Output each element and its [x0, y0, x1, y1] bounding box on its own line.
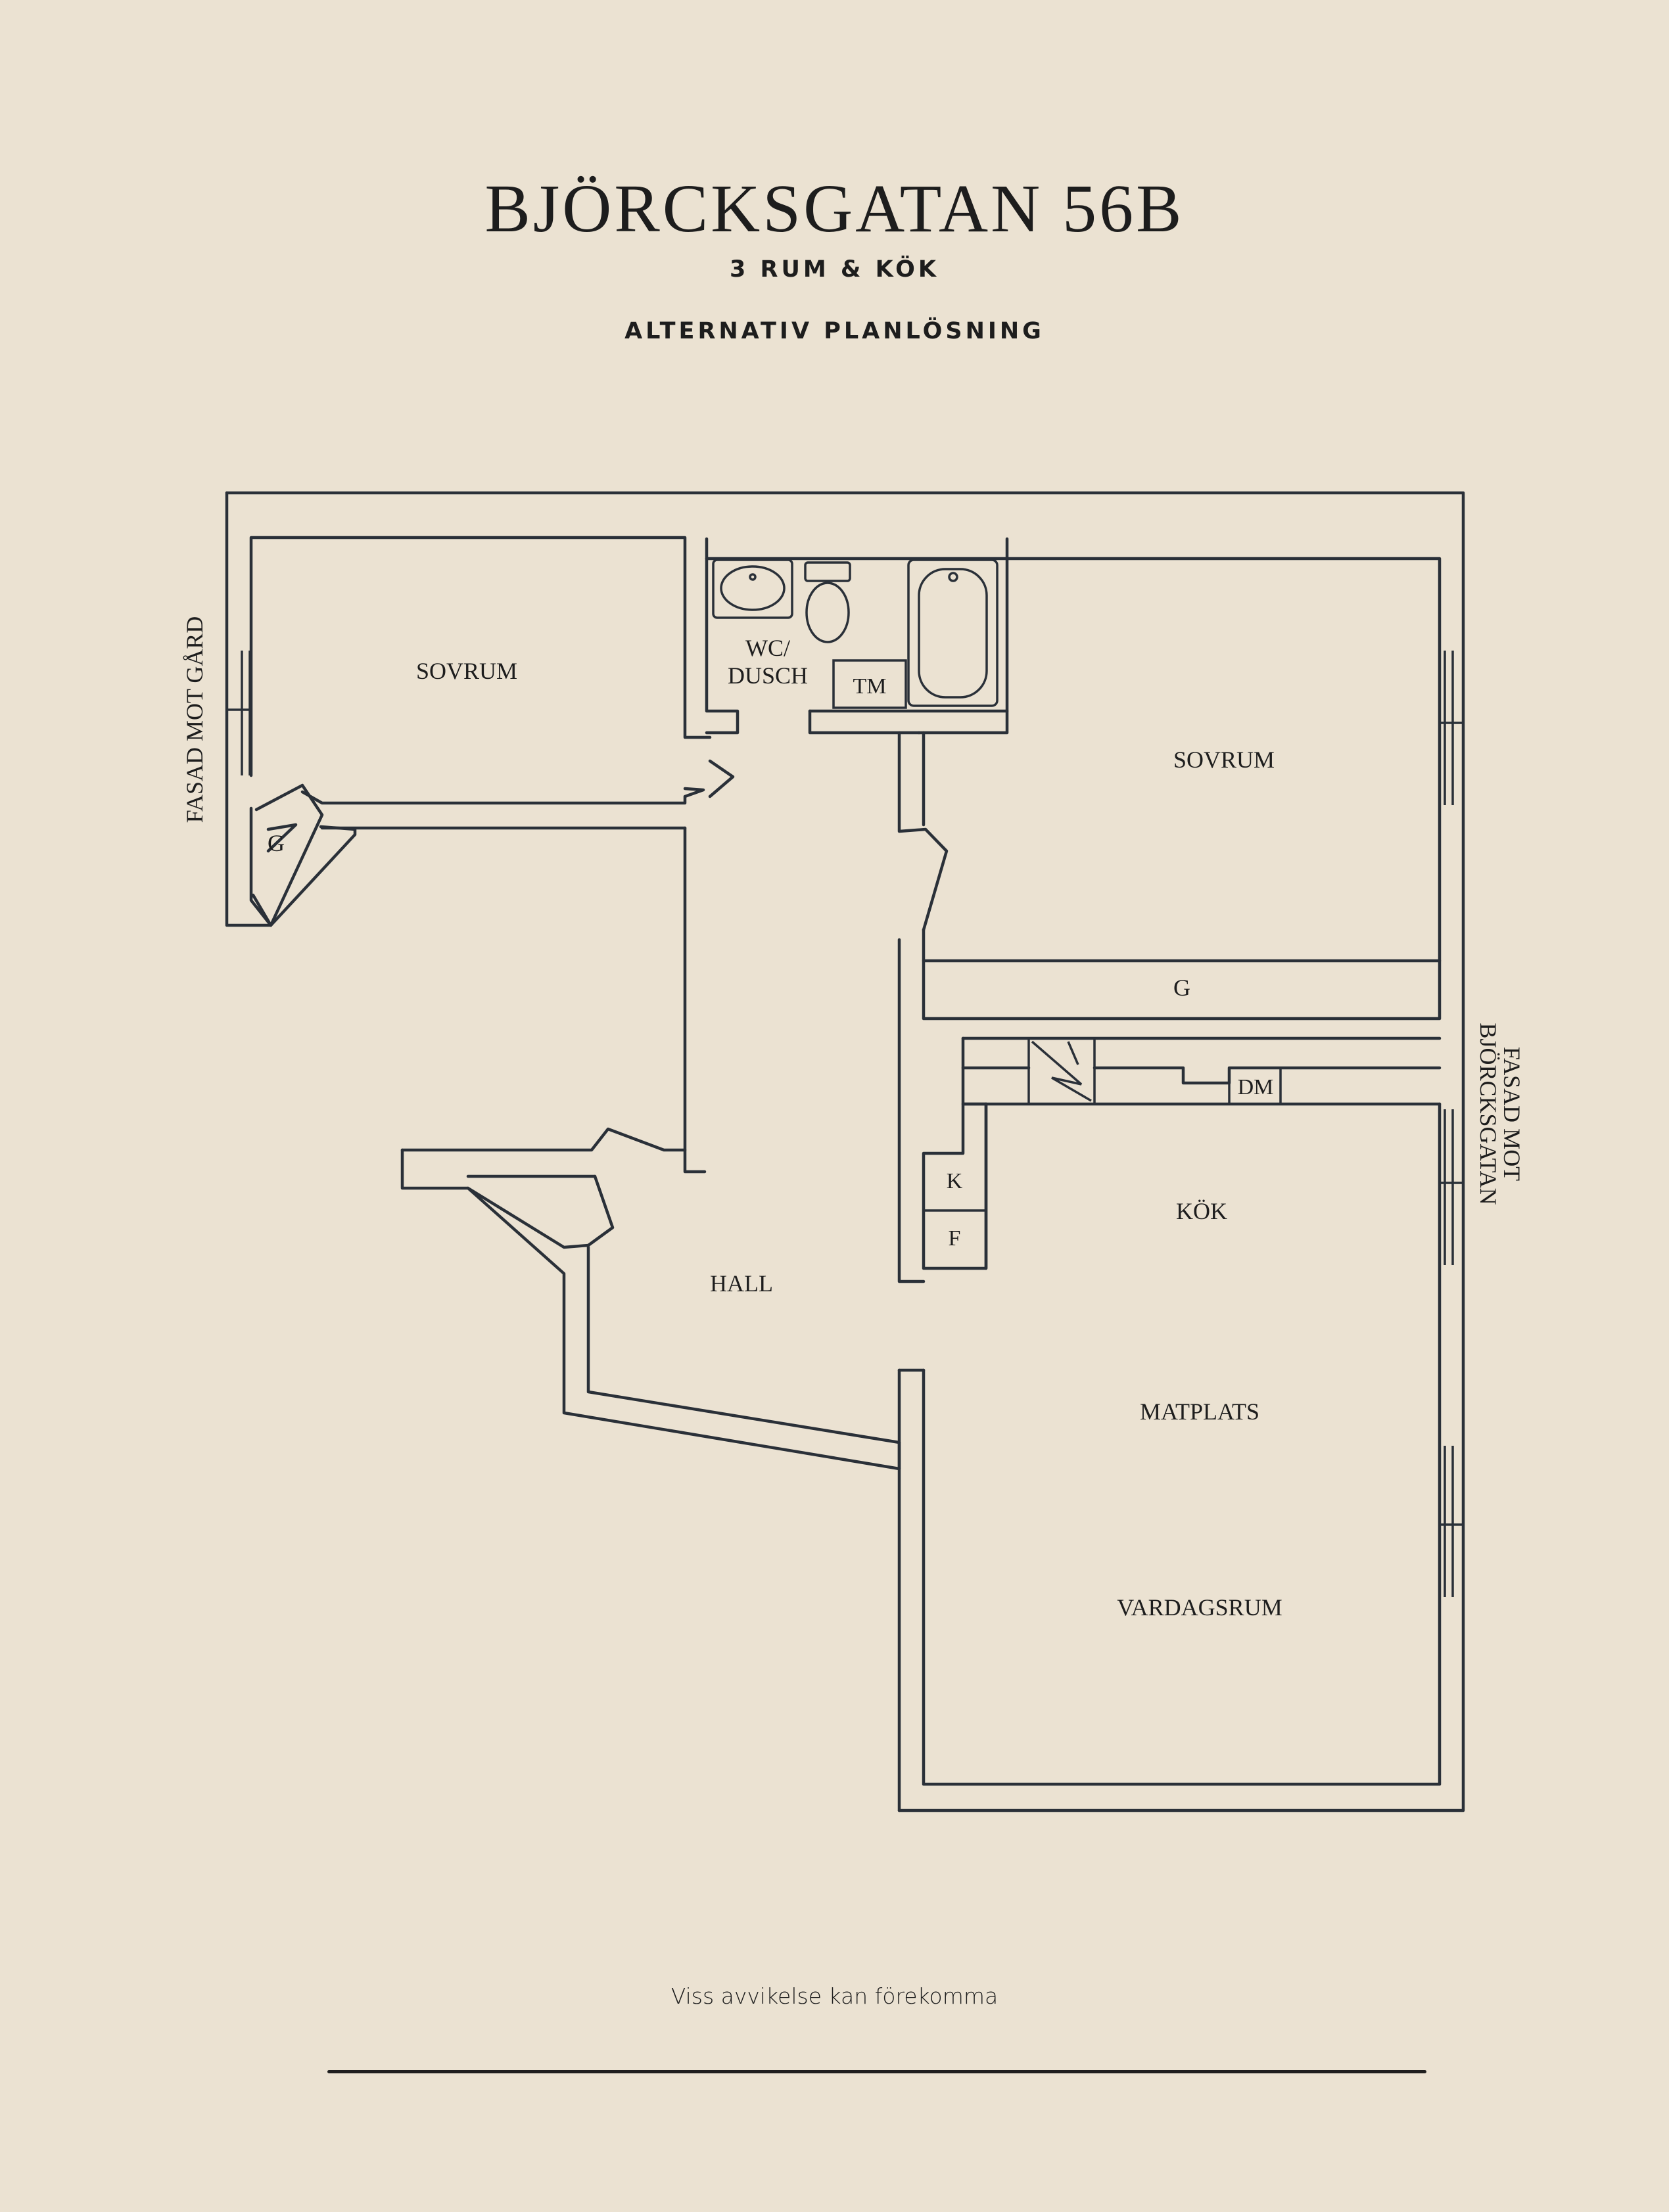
disclaimer-text: Viss avvikelse kan förekomma	[670, 1983, 999, 2009]
right-windows	[1440, 651, 1463, 1597]
tm-label: TM	[853, 674, 887, 699]
kitchen-counter	[961, 1036, 1442, 1106]
facade-street-label-line2: BJÖRCKSGATAN	[1475, 1023, 1501, 1205]
hall-label: HALL	[710, 1270, 773, 1297]
left-closet	[251, 783, 357, 927]
facade-yard-label: FASAD MOT GÅRD	[181, 616, 208, 823]
hall-walls	[400, 1127, 901, 1471]
right-closet	[922, 959, 1442, 1021]
bathroom-label-line1: WC/	[745, 635, 790, 661]
fridge-freezer	[922, 1102, 988, 1270]
right-bedroom-walls	[897, 557, 1442, 1283]
bathtub-icon	[907, 559, 999, 707]
left-windows	[227, 651, 251, 775]
kitchen-label: KÖK	[1176, 1198, 1227, 1224]
freezer-label: F	[949, 1226, 961, 1251]
living-room-label: VARDAGSRUM	[1117, 1594, 1282, 1621]
dining-label: MATPLATS	[1140, 1398, 1259, 1425]
facade-street-label-line1: FASAD MOT	[1499, 1047, 1525, 1181]
left-bedroom-walls	[249, 536, 735, 1174]
room-count-subtitle: 3 RUM & KÖK	[729, 256, 940, 283]
right-closet-label: G	[1173, 975, 1190, 1001]
fridge-label: K	[947, 1169, 963, 1193]
page-title: BJÖRCKSGATAN 56B	[484, 171, 1185, 246]
bathroom-label-line2: DUSCH	[728, 662, 808, 689]
plan-variant-subtitle: ALTERNATIV PLANLÖSNING	[624, 318, 1045, 344]
right-bedroom-label: SOVRUM	[1173, 747, 1275, 773]
bathroom-walls	[705, 537, 1009, 735]
left-closet-label: G	[268, 830, 285, 856]
washing-machine-box	[832, 659, 907, 709]
sink-icon	[712, 559, 793, 619]
outer-walls	[225, 491, 1465, 1812]
toilet-icon	[804, 561, 851, 643]
dm-label: DM	[1238, 1075, 1274, 1099]
left-bedroom-label: SOVRUM	[416, 658, 517, 684]
footer-rule	[327, 2070, 1426, 2073]
